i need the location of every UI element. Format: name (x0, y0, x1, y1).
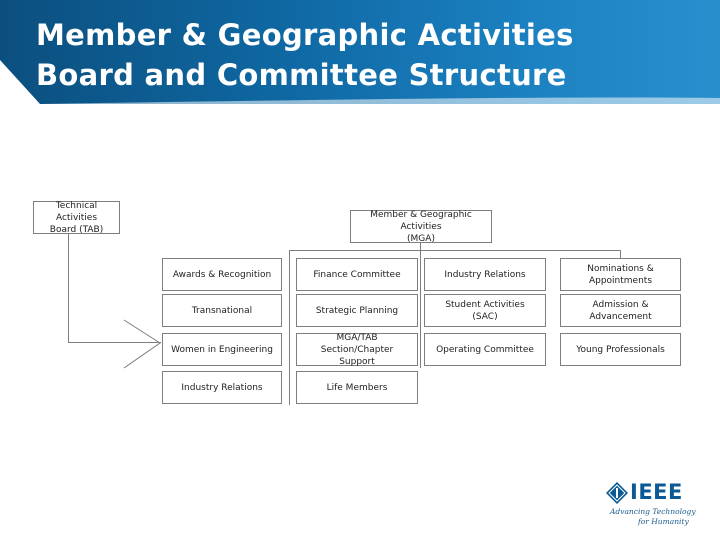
committee-box: Student Activities (SAC) (424, 294, 546, 327)
mga-box: Member & Geographic Activities(MGA) (350, 209, 492, 244)
header-banner: Member & Geographic Activities Board and… (0, 0, 720, 104)
committee-box: Life Members (296, 371, 418, 404)
mga-box-line2: (MGA) (407, 233, 435, 244)
committee-box: Awards & Recognition (162, 258, 282, 291)
tab-connector-horizontal (68, 342, 161, 343)
title-line-2: Board and Committee Structure (36, 58, 567, 92)
committee-box: Operating Committee (424, 333, 546, 366)
committee-box: Women in Engineering (162, 333, 282, 366)
tab-box-line1: Technical Activities (55, 200, 98, 223)
tab-connector-vertical (68, 233, 69, 342)
logo-tagline-2: for Humanity (638, 517, 689, 526)
mga-box-line1: Member & Geographic Activities (370, 209, 472, 232)
bus-drop-right (620, 250, 621, 259)
bus-drop-center (420, 250, 421, 368)
mga-connector-bus (289, 250, 621, 251)
committee-box: Industry Relations (162, 371, 282, 404)
title-line-1: Member & Geographic Activities (36, 18, 574, 52)
bus-drop-left (289, 250, 290, 405)
committee-box: Transnational (162, 294, 282, 327)
committee-box: Young Professionals (560, 333, 681, 366)
committee-box: Strategic Planning (296, 294, 418, 327)
page-title: Member & Geographic Activities Board and… (36, 15, 574, 95)
mga-connector-vertical (420, 243, 421, 251)
logo-wordmark: IEEE (630, 480, 683, 504)
tab-box-line2: Board (TAB) (49, 224, 104, 235)
arrow-right-icon (123, 319, 161, 369)
committee-box: Industry Relations (424, 258, 546, 291)
ieee-diamond-icon (606, 482, 628, 504)
ieee-logo: IEEE Advancing Technology for Humanity (606, 480, 698, 528)
committee-box: Admission & Advancement (560, 294, 681, 327)
header-wave-decoration (0, 60, 720, 104)
committee-box: MGA/TAB Section/Chapter Support (296, 333, 418, 367)
committee-box: Finance Committee (296, 258, 418, 291)
committee-box: Nominations & Appointments (560, 258, 681, 291)
logo-tagline-1: Advancing Technology (610, 507, 696, 516)
